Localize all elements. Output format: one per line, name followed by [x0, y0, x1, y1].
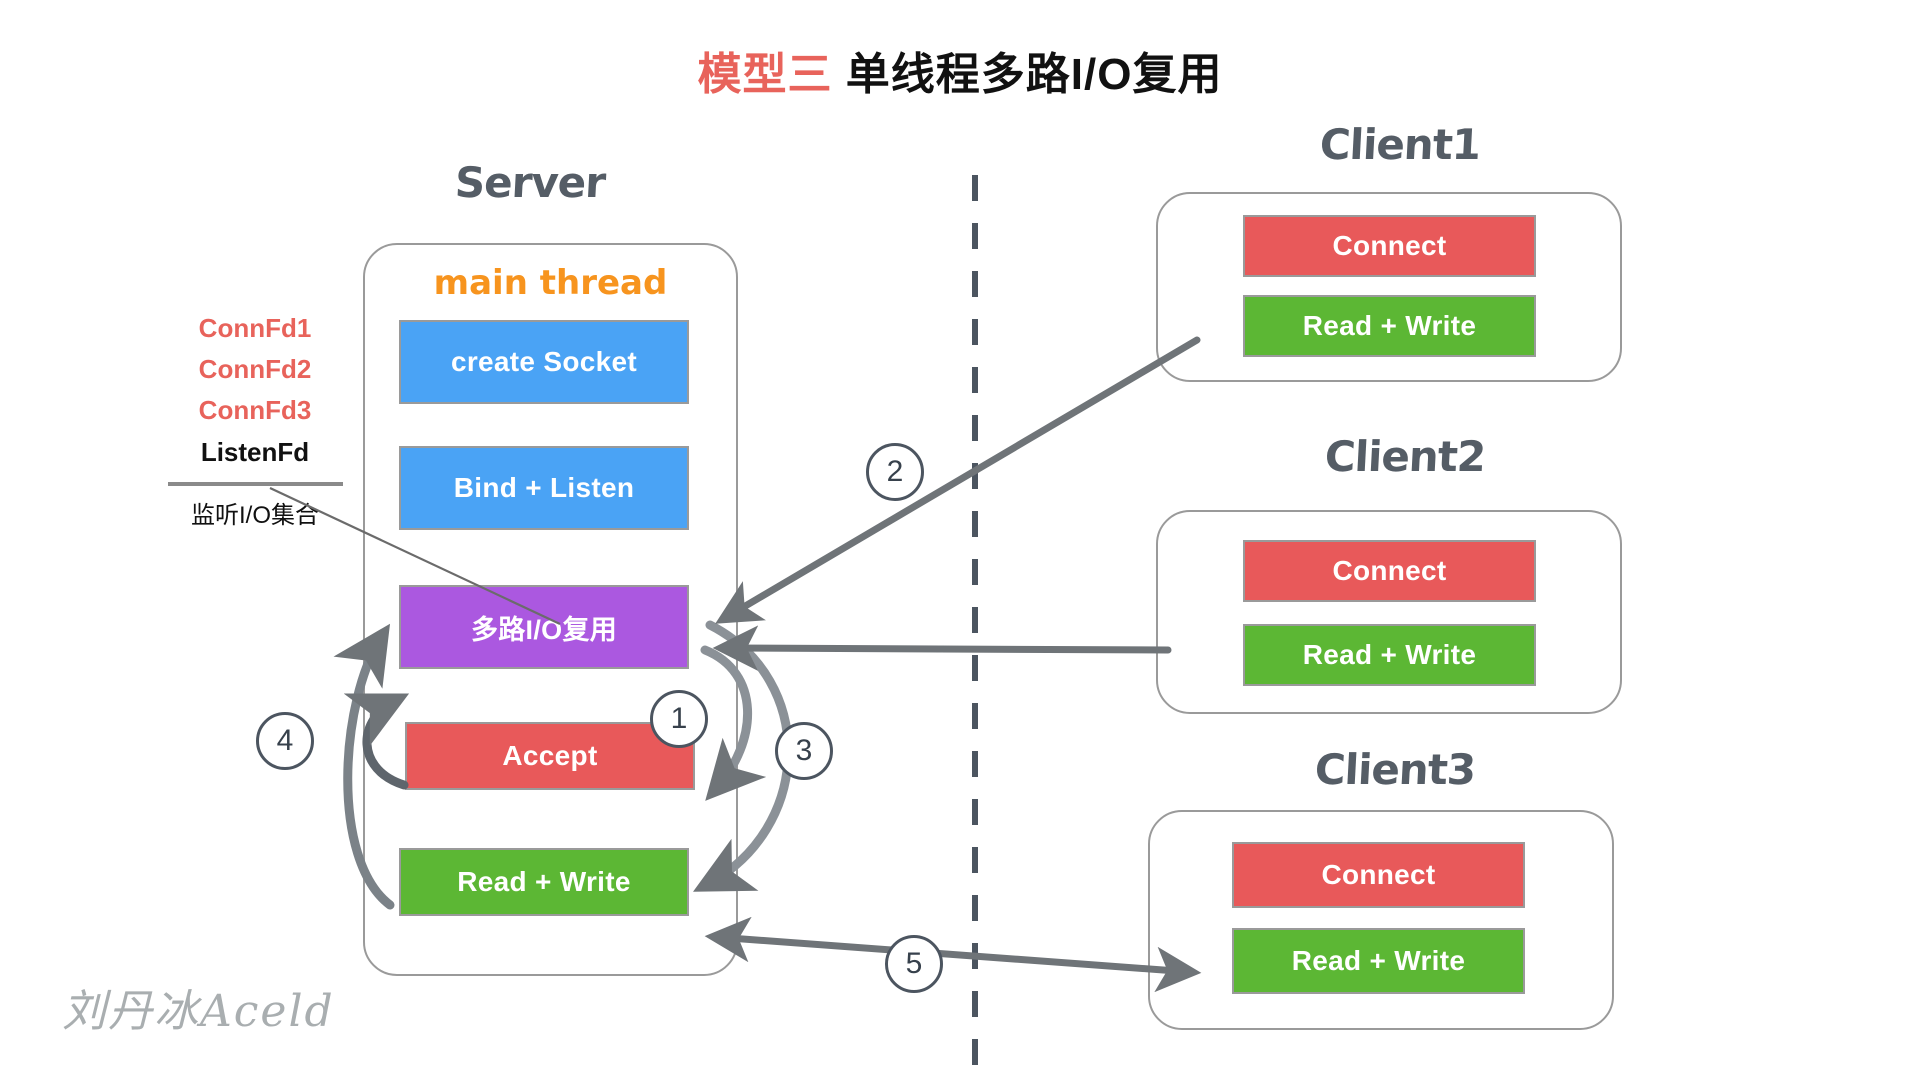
arrow-client2-to-server — [712, 625, 1172, 671]
step-marker-3: 3 — [775, 722, 833, 780]
fd-label-connfd3: ConnFd3 — [198, 395, 312, 425]
fd-label-connfd1: ConnFd1 — [198, 313, 312, 343]
fd-label-listenfd: ListenFd — [200, 437, 310, 467]
page-title-accent: 模型三 — [697, 50, 833, 99]
fd-legend-caption: 监听I/O集合 — [190, 502, 319, 529]
client2-connect[interactable]: Connect — [1243, 540, 1536, 602]
page-title-rest: 单线程多路I/O复用 — [845, 50, 1223, 99]
server-step-accept[interactable]: Accept — [405, 722, 695, 790]
step-marker-2: 2 — [866, 443, 924, 501]
client3-heading: Client3 — [1313, 745, 1477, 794]
client3-read-write[interactable]: Read + Write — [1232, 928, 1525, 994]
client1-connect[interactable]: Connect — [1243, 215, 1536, 277]
server-step-create-socket[interactable]: create Socket — [399, 320, 689, 404]
server-heading: Server — [453, 158, 607, 207]
main-thread-label: main thread — [433, 263, 668, 303]
server-step-bind-listen[interactable]: Bind + Listen — [399, 446, 689, 530]
client3-connect[interactable]: Connect — [1232, 842, 1525, 908]
server-step-read-write[interactable]: Read + Write — [399, 848, 689, 916]
fd-label-connfd2: ConnFd2 — [198, 354, 312, 384]
client2-heading: Client2 — [1323, 432, 1487, 481]
arrow-step-5 — [704, 916, 1202, 993]
step-marker-4: 4 — [256, 712, 314, 770]
client1-read-write[interactable]: Read + Write — [1243, 295, 1536, 357]
page-title: 模型三 单线程多路I/O复用 — [0, 38, 1920, 102]
arrow-step-2 — [715, 336, 1201, 624]
client1-heading: Client1 — [1318, 120, 1482, 169]
server-step-io-multiplexing[interactable]: 多路I/O复用 — [399, 585, 689, 669]
watermark: 刘丹冰Aceld — [62, 986, 335, 1037]
client2-read-write[interactable]: Read + Write — [1243, 624, 1536, 686]
fd-legend-divider — [168, 482, 343, 486]
step-marker-1: 1 — [650, 690, 708, 748]
step-marker-5: 5 — [885, 935, 943, 993]
